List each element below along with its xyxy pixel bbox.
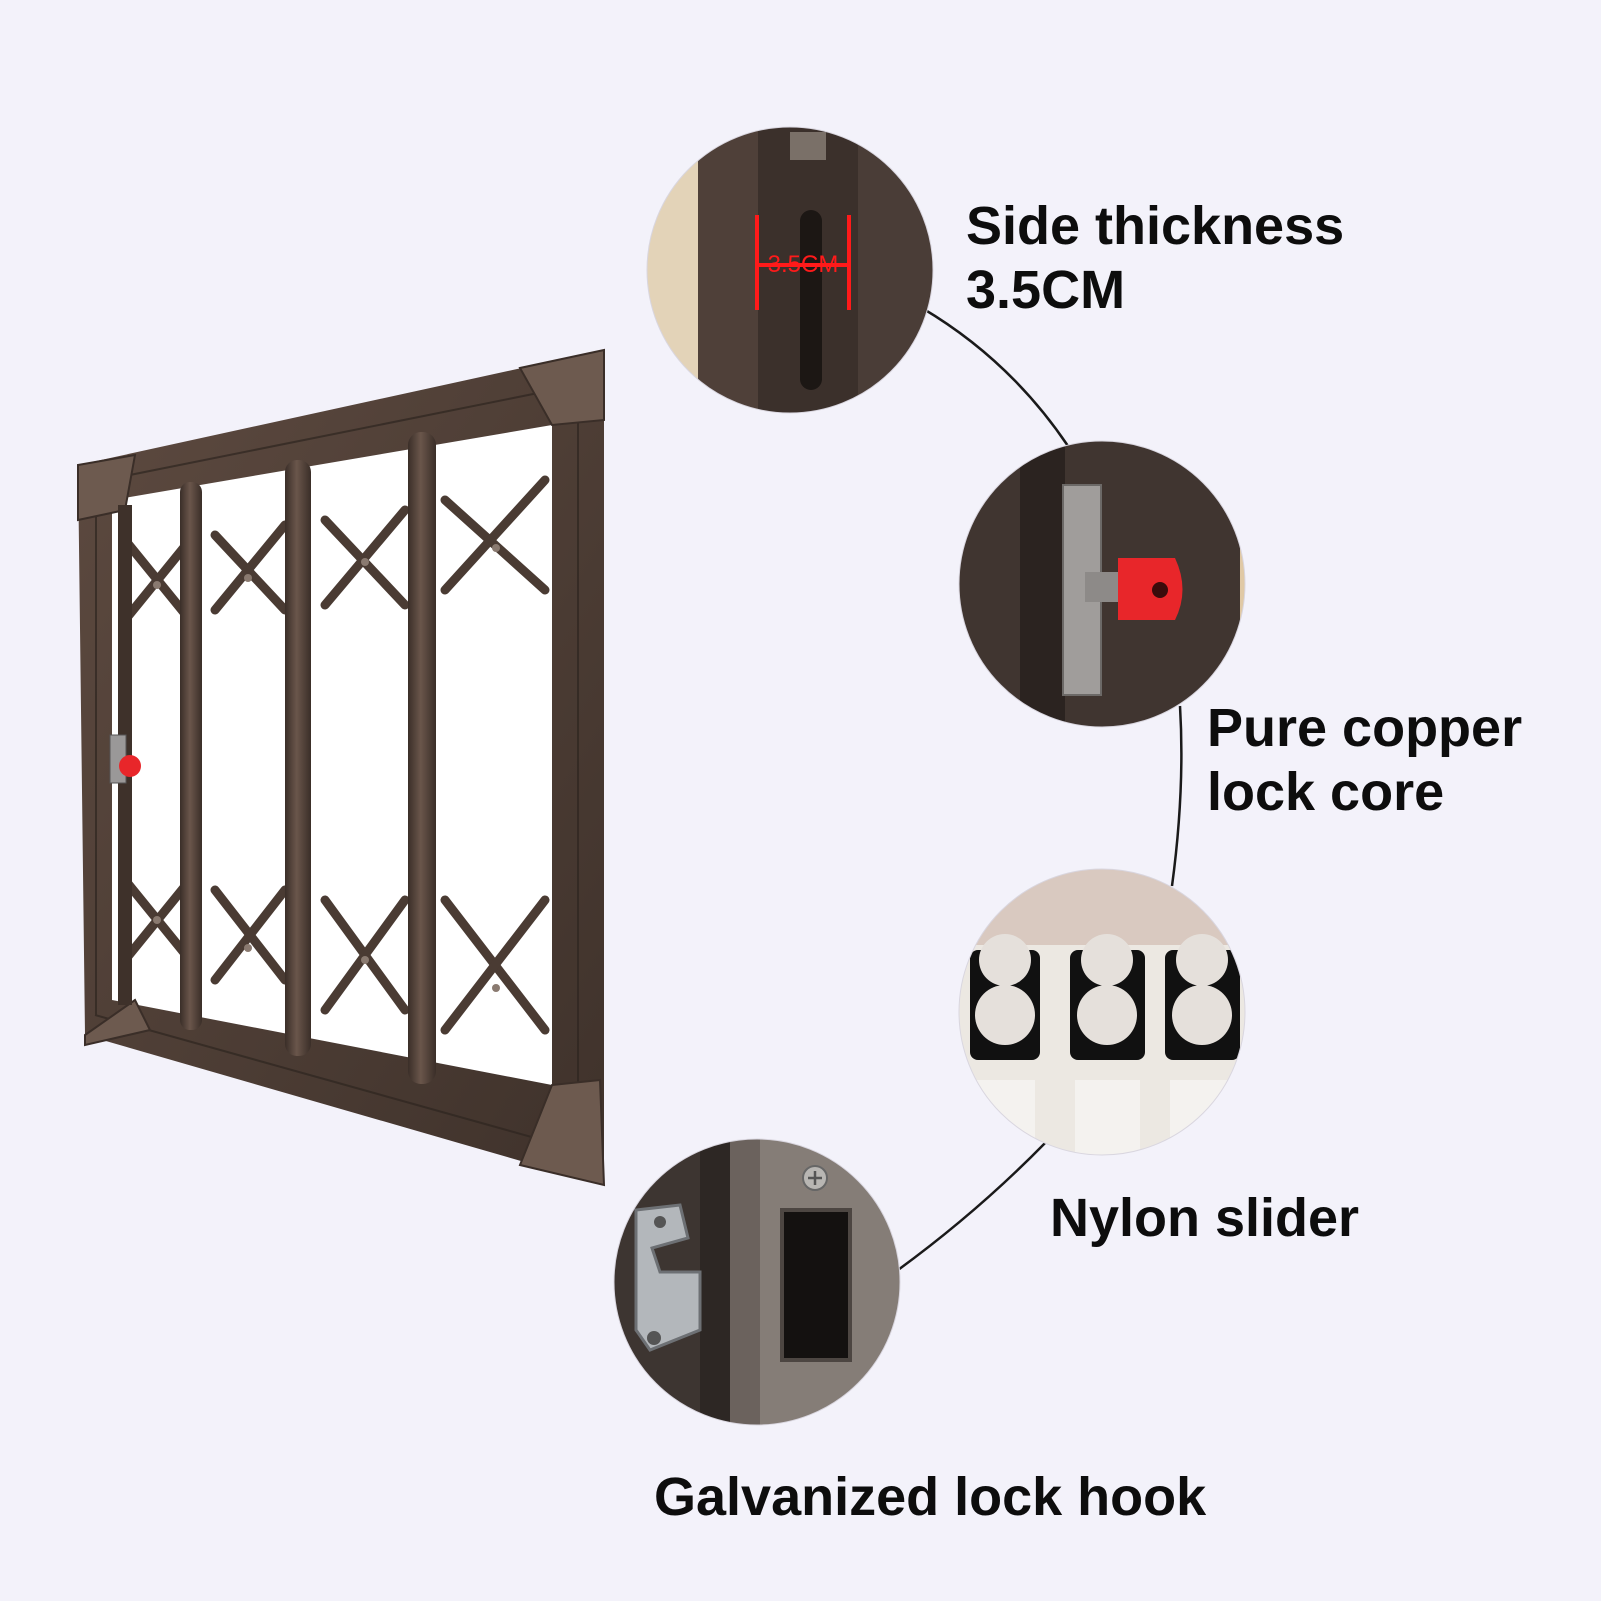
label-side-thickness-line2: 3.5CM xyxy=(966,260,1126,320)
label-nylon-slider: Nylon slider xyxy=(1050,1188,1360,1248)
detail-side-thickness: 3.5CM xyxy=(647,127,933,413)
detail-copper-lock xyxy=(959,441,1245,727)
connector-lines xyxy=(897,306,1183,1272)
label-copper-lock: Pure copper lock core xyxy=(1207,696,1522,824)
label-side-thickness: Side thickness 3.5CM xyxy=(966,194,1344,322)
label-side-thickness-line1: Side thickness xyxy=(966,196,1345,256)
thickness-mark: 3.5CM xyxy=(768,251,839,278)
vertical-bars xyxy=(118,432,436,1084)
hook-plate-icon xyxy=(634,1203,702,1352)
lock-key-icon xyxy=(119,755,141,777)
detail-nylon-slider xyxy=(959,869,1245,1155)
red-key-icon xyxy=(1118,558,1183,620)
label-copper-lock-line1: Pure copper xyxy=(1207,698,1523,758)
label-copper-lock-line2: lock core xyxy=(1207,762,1445,822)
label-lock-hook: Galvanized lock hook xyxy=(654,1467,1207,1527)
window-grille xyxy=(77,348,606,1187)
detail-lock-hook xyxy=(614,1139,900,1425)
